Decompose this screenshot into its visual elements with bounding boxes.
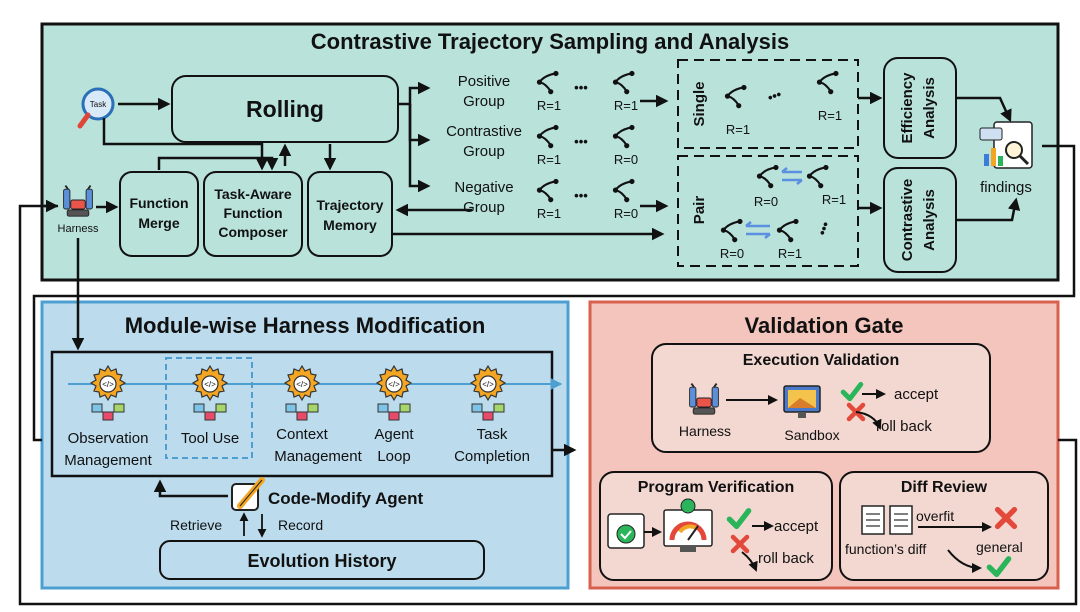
svg-text:Function: Function xyxy=(129,195,188,211)
svg-text:Group: Group xyxy=(463,199,505,216)
findings-label: findings xyxy=(980,179,1032,196)
svg-text:R=1: R=1 xyxy=(537,206,561,221)
module-tool-use: Tool Use xyxy=(181,430,239,447)
diff-document-icon xyxy=(861,505,913,535)
svg-text:accept: accept xyxy=(894,386,939,403)
svg-text:Execution Validation: Execution Validation xyxy=(743,352,899,369)
module-task-completion: Task xyxy=(477,426,508,443)
svg-text:•••: ••• xyxy=(765,86,783,105)
svg-text:roll back: roll back xyxy=(876,418,932,435)
trajectory-memory-box xyxy=(307,171,393,257)
svg-text:R=1: R=1 xyxy=(537,98,561,113)
svg-text:Positive: Positive xyxy=(458,73,511,90)
svg-text:R=1: R=1 xyxy=(726,122,750,137)
findings-icon xyxy=(979,121,1033,169)
svg-text:Merge: Merge xyxy=(138,215,179,231)
svg-text:Function: Function xyxy=(223,205,282,221)
svg-text:•••: ••• xyxy=(814,219,833,237)
single-box xyxy=(677,59,859,149)
svg-text:Analysis: Analysis xyxy=(921,189,938,251)
svg-text:•••: ••• xyxy=(574,188,588,203)
task-icon: Task xyxy=(77,87,115,129)
svg-text:Negative: Negative xyxy=(454,179,513,196)
svg-text:•••: ••• xyxy=(574,134,588,149)
svg-text:R=0: R=0 xyxy=(754,194,778,209)
svg-text:R=1: R=1 xyxy=(778,246,802,261)
gauge-monitor-icon xyxy=(663,498,713,552)
svg-text:function’s diff: function’s diff xyxy=(845,541,926,557)
contrastive-analysis-box xyxy=(883,167,957,273)
code-modify-agent: Code-Modify Agent xyxy=(268,489,424,508)
pencil-icon xyxy=(231,477,265,511)
swap-arrows-icon xyxy=(745,167,803,239)
evolution-history: Evolution History xyxy=(247,551,396,571)
program-verification-box xyxy=(599,471,833,581)
svg-text:Harness: Harness xyxy=(679,423,731,439)
rolling-label: Rolling xyxy=(246,96,324,122)
svg-text:R=0: R=0 xyxy=(720,246,744,261)
svg-text:Program Verification: Program Verification xyxy=(638,479,795,496)
function-merge-box xyxy=(119,171,199,257)
svg-text:Efficiency: Efficiency xyxy=(899,72,916,144)
tool-use-highlight xyxy=(165,357,253,459)
svg-text:Analysis: Analysis xyxy=(921,77,938,139)
module-context: Context xyxy=(276,426,329,443)
execution-validation-box xyxy=(651,343,991,453)
module-title: Module-wise Harness Modification xyxy=(125,313,486,338)
module-agent-loop: Agent xyxy=(374,426,414,443)
svg-text:R=1: R=1 xyxy=(614,98,638,113)
harness-label: Harness xyxy=(58,223,99,235)
svg-text:Diff Review: Diff Review xyxy=(901,479,988,496)
svg-text:Group: Group xyxy=(463,143,505,160)
svg-text:Group: Group xyxy=(463,93,505,110)
svg-text:Trajectory: Trajectory xyxy=(317,197,384,213)
validation-title: Validation Gate xyxy=(745,313,904,338)
svg-text:Single: Single xyxy=(691,81,708,126)
svg-text:Management: Management xyxy=(274,448,362,465)
svg-text:roll back: roll back xyxy=(758,550,814,567)
svg-text:Composer: Composer xyxy=(218,224,288,240)
svg-text:Completion: Completion xyxy=(454,448,530,465)
svg-text:accept: accept xyxy=(774,518,819,535)
rolling-box xyxy=(171,75,399,143)
program-gear-icon xyxy=(607,513,645,549)
svg-text:R=0: R=0 xyxy=(614,152,638,167)
svg-text:R=0: R=0 xyxy=(614,206,638,221)
svg-text:Memory: Memory xyxy=(323,217,377,233)
svg-text:R=1: R=1 xyxy=(822,192,846,207)
retrieve-label: Retrieve xyxy=(170,517,222,533)
sandbox-icon xyxy=(783,385,821,418)
svg-text:Loop: Loop xyxy=(377,448,410,465)
svg-text:R=1: R=1 xyxy=(537,152,561,167)
composer-box xyxy=(203,171,303,257)
efficiency-analysis-box xyxy=(883,57,957,159)
module-observation: Observation xyxy=(68,430,149,447)
sampling-title: Contrastive Trajectory Sampling and Anal… xyxy=(311,29,789,54)
svg-text:Task-Aware: Task-Aware xyxy=(214,186,292,202)
svg-text:Management: Management xyxy=(64,452,152,469)
svg-text:R=1: R=1 xyxy=(818,108,842,123)
pair-box xyxy=(677,155,859,267)
svg-text:Pair: Pair xyxy=(691,196,708,225)
svg-text:Contrastive: Contrastive xyxy=(899,179,916,262)
group-trajectories: ••• R=1 R=1 ••• R=1 R=0 ••• R=1 R=0 xyxy=(536,70,638,221)
module-icons xyxy=(90,365,506,421)
evolution-history-box xyxy=(159,540,485,580)
svg-text:Task: Task xyxy=(90,100,107,109)
svg-text:•••: ••• xyxy=(574,80,588,95)
svg-text:overfit: overfit xyxy=(916,508,954,524)
svg-text:Sandbox: Sandbox xyxy=(784,427,839,443)
svg-text:Contrastive: Contrastive xyxy=(446,123,522,140)
record-label: Record xyxy=(278,517,323,533)
svg-text:general: general xyxy=(976,539,1023,555)
